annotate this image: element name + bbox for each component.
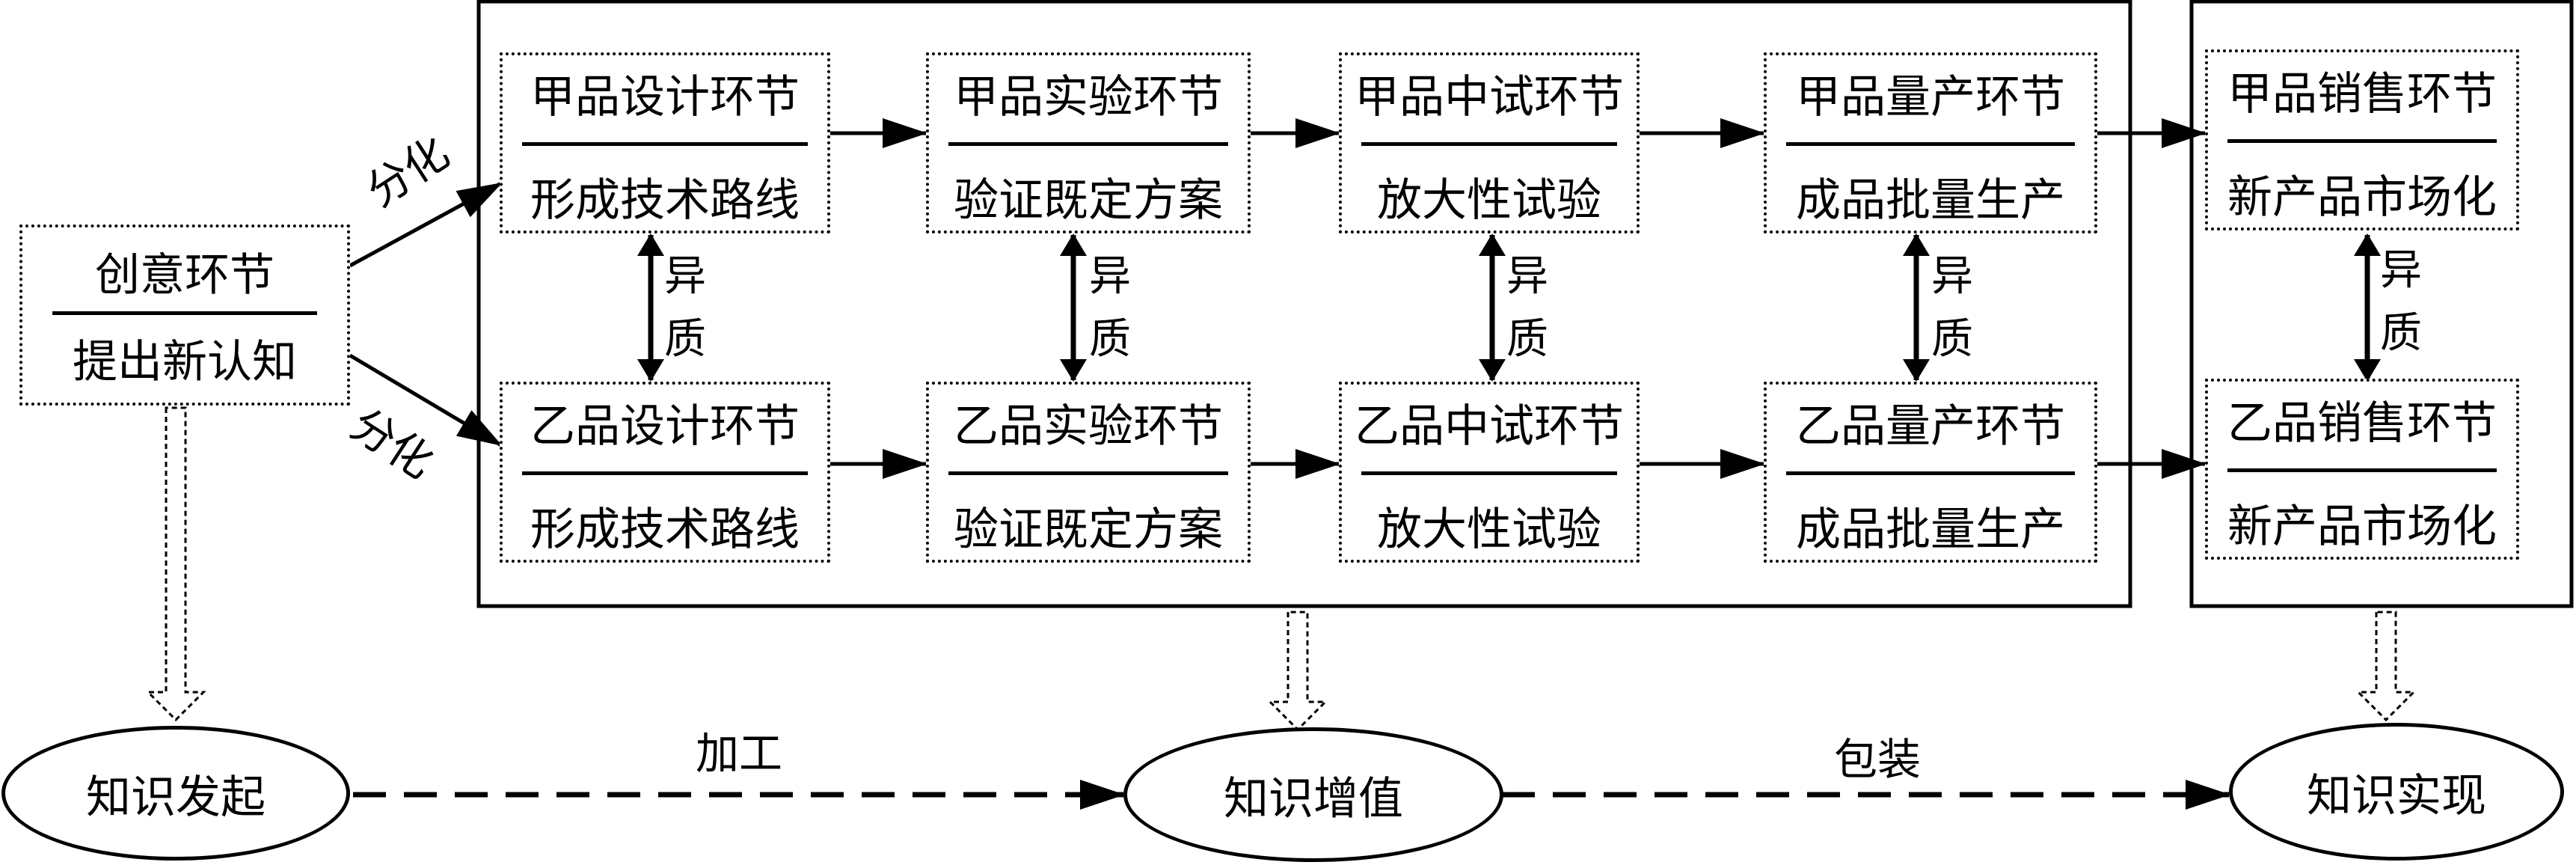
node-a-experiment-title: 甲品实验环节: [954, 71, 1223, 123]
down-arrow-origin: [145, 406, 206, 722]
node-divider: [2227, 139, 2497, 143]
transition-label-package: 包装: [1834, 734, 1922, 785]
hetero-label-4: 异质: [1931, 252, 1973, 364]
sales-group-frame: [2189, 0, 2574, 608]
split-arrow-a: [349, 181, 503, 268]
hetero-label-2: 异质: [1089, 252, 1131, 364]
node-divider: [948, 471, 1228, 475]
node-a-sales-subtitle: 新产品市场化: [2227, 171, 2497, 224]
origin-node: 创意环节 提出新认知: [19, 224, 350, 406]
node-a-sales: 甲品销售环节 新产品市场化: [2205, 49, 2519, 230]
origin-divider: [52, 311, 317, 315]
transition-label-process: 加工: [696, 728, 783, 779]
node-a-design-subtitle: 形成技术路线: [530, 174, 800, 227]
node-a-sales-title: 甲品销售环节: [2227, 68, 2497, 120]
node-divider: [1786, 142, 2075, 146]
node-divider: [1361, 471, 1617, 475]
node-divider: [2227, 468, 2497, 472]
node-a-pilot: 甲品中试环节 放大性试验: [1339, 52, 1640, 233]
node-b-mass-production: 乙品量产环节 成品批量生产: [1764, 382, 2097, 563]
node-b-mass-production-title: 乙品量产环节: [1796, 400, 2065, 453]
hetero-label-5: 异质: [2380, 246, 2422, 358]
node-a-experiment: 甲品实验环节 验证既定方案: [926, 52, 1251, 233]
node-a-mass-production: 甲品量产环节 成品批量生产: [1764, 52, 2097, 233]
origin-subtitle: 提出新认知: [73, 336, 297, 388]
node-a-experiment-subtitle: 验证既定方案: [954, 174, 1223, 227]
hetero-label-1: 异质: [664, 252, 706, 364]
node-divider: [522, 471, 808, 475]
node-a-pilot-subtitle: 放大性试验: [1377, 174, 1601, 227]
node-b-design-subtitle: 形成技术路线: [530, 504, 800, 556]
node-a-mass-production-title: 甲品量产环节: [1796, 71, 2065, 123]
node-b-sales: 乙品销售环节 新产品市场化: [2205, 379, 2519, 560]
node-b-design-title: 乙品设计环节: [530, 400, 800, 453]
node-divider: [948, 142, 1228, 146]
node-a-design: 甲品设计环节 形成技术路线: [500, 52, 830, 233]
node-a-pilot-title: 甲品中试环节: [1355, 71, 1624, 123]
node-b-experiment-title: 乙品实验环节: [954, 400, 1223, 453]
knowledge-oval-initiate: 知识发起: [1, 726, 350, 861]
knowledge-oval-value-add: 知识增值: [1123, 727, 1503, 862]
node-b-sales-subtitle: 新产品市场化: [2227, 501, 2497, 553]
down-arrow-sales: [2355, 611, 2417, 722]
development-group-frame: [476, 0, 2132, 608]
node-divider: [1361, 142, 1617, 146]
node-b-pilot: 乙品中试环节 放大性试验: [1339, 382, 1640, 563]
node-b-design: 乙品设计环节 形成技术路线: [500, 382, 830, 563]
node-b-experiment: 乙品实验环节 验证既定方案: [926, 382, 1251, 563]
node-b-sales-title: 乙品销售环节: [2227, 397, 2497, 450]
origin-title: 创意环节: [95, 249, 275, 302]
node-divider: [522, 142, 808, 146]
hetero-label-3: 异质: [1506, 252, 1548, 364]
node-b-mass-production-subtitle: 成品批量生产: [1796, 504, 2065, 556]
knowledge-oval-realize: 知识实现: [2229, 723, 2564, 861]
node-b-pilot-subtitle: 放大性试验: [1377, 504, 1601, 556]
node-a-mass-production-subtitle: 成品批量生产: [1796, 174, 2065, 227]
node-divider: [1786, 471, 2075, 475]
node-a-design-title: 甲品设计环节: [530, 71, 800, 123]
node-b-pilot-title: 乙品中试环节: [1355, 400, 1624, 453]
down-arrow-development: [1267, 611, 1328, 732]
node-b-experiment-subtitle: 验证既定方案: [954, 504, 1223, 556]
split-arrow-b: [349, 353, 503, 447]
